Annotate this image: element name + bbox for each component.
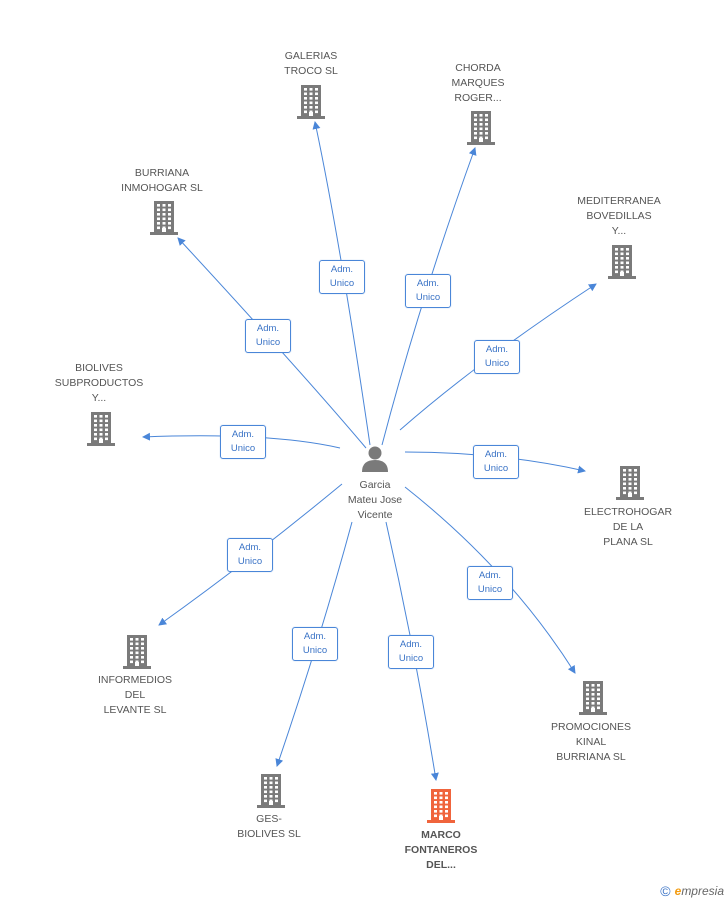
company-label-promociones[interactable]: PROMOCIONES KINAL BURRIANA SL (551, 721, 631, 763)
brand-rest: mpresia (681, 884, 724, 898)
building-icon-burriana-inmohogar[interactable] (150, 201, 178, 235)
building-icon-biolives-sub[interactable] (87, 412, 115, 446)
edge-burriana-inmohogar (177, 237, 367, 449)
company-label-marco[interactable]: MARCO FONTANEROS DEL... (404, 829, 478, 871)
building-icon-ges-biolives[interactable] (257, 774, 285, 808)
building-icon-informedios[interactable] (123, 635, 151, 669)
relation-badge-chorda[interactable]: Adm. Unico (405, 274, 451, 308)
relation-badge-mediterranea[interactable]: Adm. Unico (474, 340, 520, 374)
brand-initial: e (674, 884, 682, 898)
company-label-mediterranea[interactable]: MEDITERRANEA BOVEDILLAS Y... (577, 195, 661, 237)
company-label-ges-biolives[interactable]: GES- BIOLIVES SL (237, 813, 301, 840)
relation-badge-biolives-sub[interactable]: Adm. Unico (220, 425, 266, 459)
relation-badge-informedios[interactable]: Adm. Unico (227, 538, 273, 572)
person-label[interactable]: Garcia Mateu Jose Vicente (347, 479, 403, 521)
company-label-galerias[interactable]: GALERIAS TROCO SL (284, 50, 338, 77)
icons-layer (87, 85, 644, 823)
company-label-electrohogar[interactable]: ELECTROHOGAR DE LA PLANA SL (583, 506, 673, 548)
building-icon-marco[interactable] (427, 789, 455, 823)
building-icon-mediterranea[interactable] (608, 245, 636, 279)
building-icon-chorda[interactable] (467, 111, 495, 145)
relation-badge-marco[interactable]: Adm. Unico (388, 635, 434, 669)
company-label-informedios[interactable]: INFORMEDIOS DEL LEVANTE SL (97, 674, 173, 716)
brand-footer: © empresia (660, 883, 724, 899)
building-icon-electrohogar[interactable] (616, 466, 644, 500)
building-icon-promociones[interactable] (579, 681, 607, 715)
company-label-chorda[interactable]: CHORDA MARQUES ROGER... (451, 62, 505, 104)
relation-badge-burriana-inmohogar[interactable]: Adm. Unico (245, 319, 291, 353)
company-label-burriana-inmohogar[interactable]: BURRIANA INMOHOGAR SL (121, 167, 203, 194)
person-icon[interactable] (362, 446, 388, 473)
company-label-biolives-sub[interactable]: BIOLIVES SUBPRODUCTOS Y... (54, 362, 144, 404)
relation-badge-ges-biolives[interactable]: Adm. Unico (292, 627, 338, 661)
copyright-symbol: © (660, 883, 671, 899)
brand-logo: empresia (675, 884, 724, 898)
relation-badge-galerias[interactable]: Adm. Unico (319, 260, 365, 294)
relation-badge-electrohogar[interactable]: Adm. Unico (473, 445, 519, 479)
relation-badge-promociones[interactable]: Adm. Unico (467, 566, 513, 600)
building-icon-galerias[interactable] (297, 85, 325, 119)
